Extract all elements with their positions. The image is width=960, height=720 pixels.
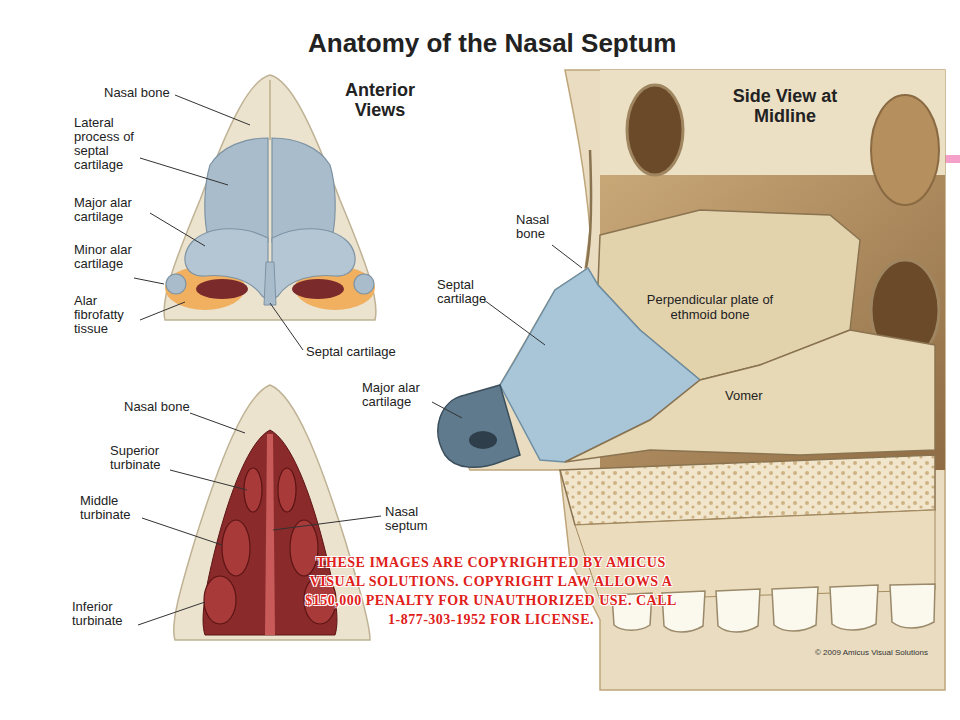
title: Anatomy of the Nasal Septum xyxy=(308,28,676,59)
part-label: Perpendicular plate of ethmoid bone xyxy=(640,292,780,322)
part-label: Nasal bone xyxy=(124,400,204,414)
part-label: Vomer xyxy=(725,388,775,403)
part-label: Nasal bone xyxy=(516,213,576,241)
part-label: Nasal bone xyxy=(104,86,184,100)
part-label: Major alar cartilage xyxy=(74,196,154,224)
part-label: Alar fibrofatty tissue xyxy=(74,294,144,336)
copyright-note: © 2009 Amicus Visual Solutions xyxy=(815,648,928,658)
part-label: Minor alar cartilage xyxy=(74,243,132,271)
part-label: Major alar cartilage xyxy=(362,381,434,409)
view-heading: Side View at Midline xyxy=(718,86,852,126)
part-label: Middle turbinate xyxy=(80,494,150,522)
part-label: Nasal septum xyxy=(385,505,445,533)
part-label: Septal cartilage xyxy=(437,278,499,306)
part-label: Inferior turbinate xyxy=(72,600,142,628)
watermark: THESE IMAGES ARE COPYRIGHTED BY AMICUS V… xyxy=(305,553,677,629)
part-label: Lateral process of septal cartilage xyxy=(74,116,136,172)
part-label: Septal cartilage xyxy=(306,345,416,359)
view-heading: Anterior Views xyxy=(330,80,430,120)
part-label: Superior turbinate xyxy=(110,444,180,472)
